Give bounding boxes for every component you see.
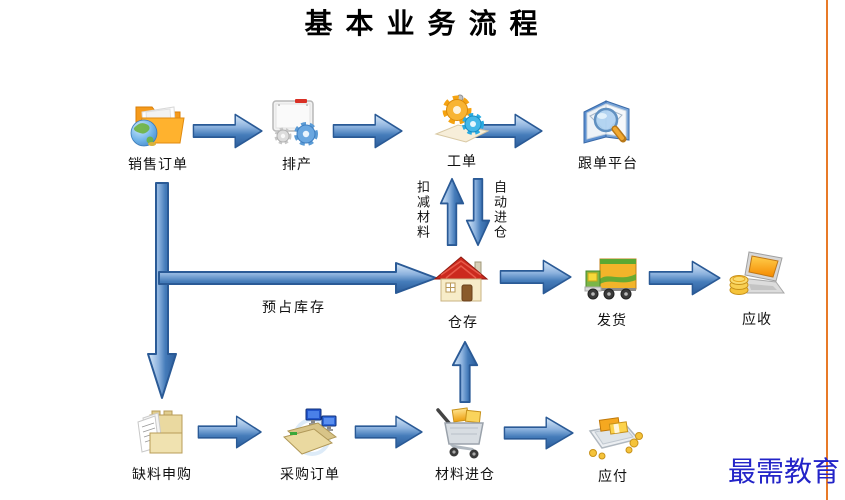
node-label: 仓存 (448, 314, 478, 330)
arrow-purchase-to-material (354, 415, 423, 449)
node-label: 采购订单 (280, 466, 340, 482)
arrow-scheduling-to-workorder (332, 113, 403, 149)
node-label: 材料进仓 (435, 466, 495, 482)
globe-folder-icon (130, 106, 185, 147)
node-scheduling: 排产 (257, 91, 337, 172)
node-label: 发货 (597, 312, 627, 328)
node-shipping: 发货 (572, 247, 652, 328)
node-work-order: 工单 (422, 88, 502, 169)
node-label: 销售订单 (128, 156, 188, 172)
cart-gold-icon (436, 407, 484, 459)
watermark-text: 最需教育 (727, 455, 840, 488)
edge-label-reserve-stock: 预占库存 (262, 299, 326, 315)
truck-icon (584, 258, 637, 300)
node-tracking: 跟单平台 (568, 90, 648, 171)
node-purchase: 采购订单 (270, 401, 350, 482)
arrow-warehouse-to-shipping (499, 259, 572, 295)
node-shortage: 缺料申购 (122, 401, 202, 482)
arrow-shipping-to-receivable (648, 260, 721, 296)
house-icon (433, 256, 489, 302)
node-sales-order: 销售订单 (118, 91, 198, 172)
node-label: 跟单平台 (578, 155, 638, 171)
node-material-in: 材料进仓 (425, 401, 505, 482)
arrow-warehouse-to-workorder-up (439, 177, 465, 247)
node-warehouse: 仓存 (423, 249, 503, 330)
gears-paper-icon (434, 94, 490, 143)
arrow-workorder-to-tracking (472, 113, 543, 149)
arrow-shortage-to-purchase (197, 415, 262, 449)
right-divider-line (826, 0, 828, 500)
arrow-material-to-warehouse-up (451, 340, 479, 404)
node-label: 工单 (447, 153, 477, 169)
edge-label-deduct-material: 扣减材料 (415, 180, 430, 240)
node-payable: 应付 (573, 403, 653, 484)
node-label: 缺料申购 (132, 466, 192, 482)
arrow-sales-to-scheduling (192, 113, 263, 149)
arrow-workorder-to-warehouse-down (465, 177, 491, 247)
laptop-coins-icon (729, 251, 785, 295)
folder-computers-icon (283, 408, 338, 456)
node-receivable: 应收 (717, 246, 797, 327)
board-gears-icon (272, 99, 318, 146)
edge-label-auto-inbound: 自动进仓 (492, 180, 507, 240)
node-label: 排产 (282, 156, 312, 172)
book-magnifier-icon (583, 100, 630, 144)
node-label: 应付 (598, 468, 628, 484)
arrow-reserve-stock-to-warehouse (158, 262, 437, 294)
arrow-material-to-payable (503, 416, 574, 450)
arrow-sales-to-shortage-down (147, 182, 177, 399)
folder-receipts-icon (137, 410, 183, 454)
page-title: 基 本 业 务 流 程 (304, 9, 541, 40)
node-label: 应收 (742, 311, 772, 327)
money-tray-icon (588, 417, 643, 460)
